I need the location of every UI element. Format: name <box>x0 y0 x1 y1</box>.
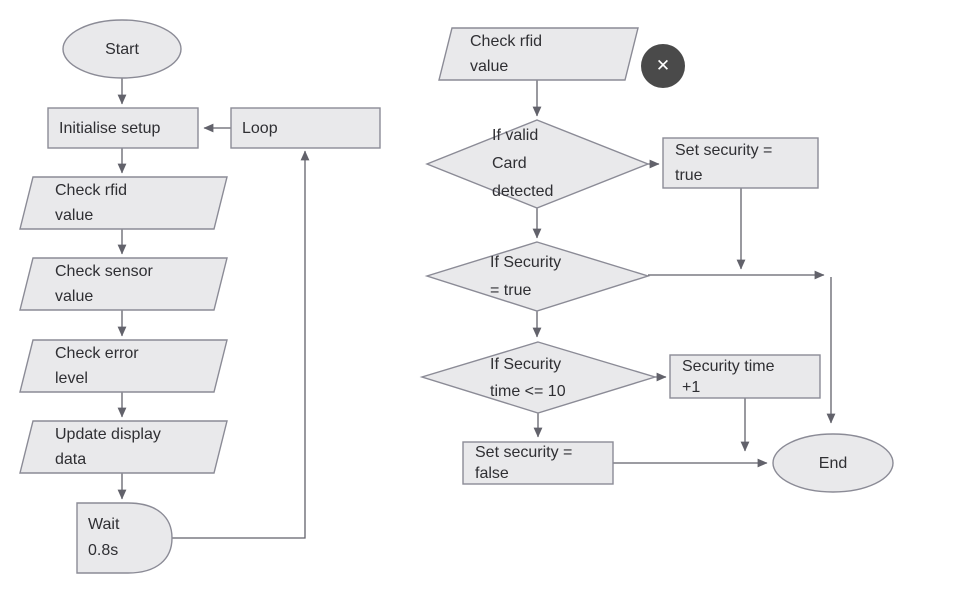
if-valid-card-node-shape <box>425 119 650 209</box>
check-rfid-right-node-shape <box>438 27 639 81</box>
edge-wait-loop <box>172 150 310 539</box>
if-security-true-node-shape <box>424 241 651 312</box>
check-error-node-shape <box>19 339 228 393</box>
loop-node-shape <box>230 107 381 149</box>
close-icon: ✕ <box>655 56 671 75</box>
initialise-setup-node-shape <box>47 107 199 149</box>
check-rfid-left-node-shape <box>19 176 228 230</box>
set-security-false-node-shape <box>462 441 614 485</box>
set-security-true-node-shape <box>662 137 819 189</box>
if-security-time-node-shape <box>419 341 658 414</box>
wait-node-shape <box>76 502 173 574</box>
check-sensor-node-shape <box>19 257 228 311</box>
close-button[interactable]: ✕ <box>641 44 685 88</box>
security-time-inc-node-shape <box>669 354 821 399</box>
end-node-shape <box>772 433 894 493</box>
start-node-shape <box>62 19 182 79</box>
update-display-node-shape <box>19 420 228 474</box>
